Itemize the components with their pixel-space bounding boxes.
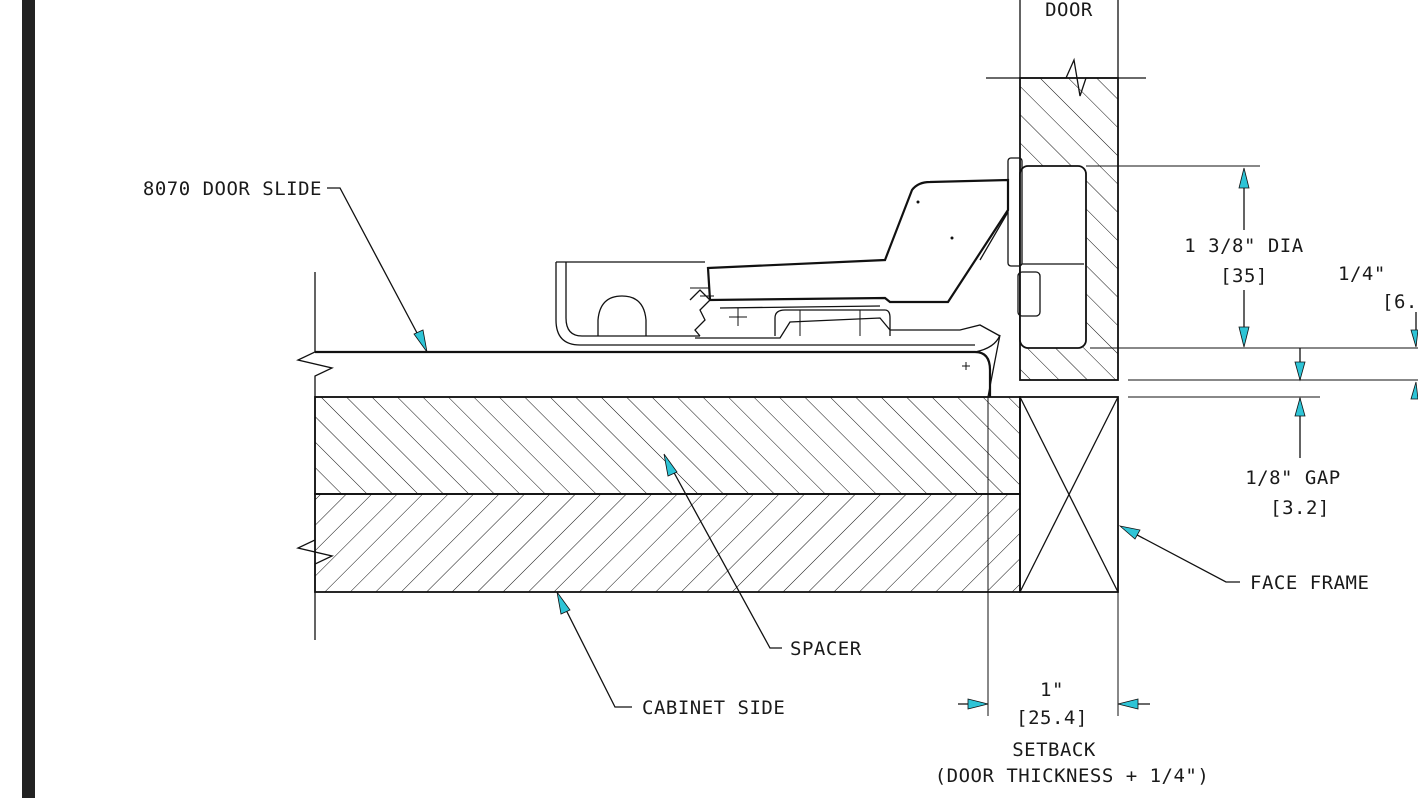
quarter-inch-metric-label: [6. bbox=[1382, 291, 1418, 313]
setback-value-label: 1" bbox=[1040, 679, 1064, 701]
setback-metric-label: [25.4] bbox=[1016, 707, 1088, 729]
gap-metric-label: [3.2] bbox=[1270, 497, 1330, 519]
dia-metric-label: [35] bbox=[1220, 265, 1268, 287]
spacer-label: SPACER bbox=[790, 638, 862, 660]
cabinet-side-block bbox=[314, 493, 1021, 593]
hinge-housing bbox=[555, 262, 975, 346]
quarter-inch-label: 1/4" bbox=[1338, 263, 1386, 285]
setback-note-label: (DOOR THICKNESS + 1/4") bbox=[935, 765, 1210, 787]
gap-label: 1/8" GAP bbox=[1245, 467, 1341, 489]
hinge-cup bbox=[1019, 165, 1087, 349]
face-frame-label: FACE FRAME bbox=[1250, 572, 1369, 594]
door-slide-label: 8070 DOOR SLIDE bbox=[143, 178, 322, 200]
hinge-arm bbox=[706, 178, 1010, 304]
cabinet-side-label: CABINET SIDE bbox=[642, 697, 785, 719]
face-frame-block bbox=[1019, 396, 1119, 593]
hinge-mechanism bbox=[689, 289, 711, 337]
door-label: DOOR bbox=[1045, 0, 1093, 21]
dia-label: 1 3/8" DIA bbox=[1184, 235, 1303, 257]
setback-title-label: SETBACK bbox=[1012, 739, 1096, 761]
left-frame-bar bbox=[22, 0, 35, 798]
door-slide-plate bbox=[315, 350, 992, 397]
door-break-line bbox=[986, 57, 1146, 97]
spacer-block bbox=[314, 396, 1021, 495]
